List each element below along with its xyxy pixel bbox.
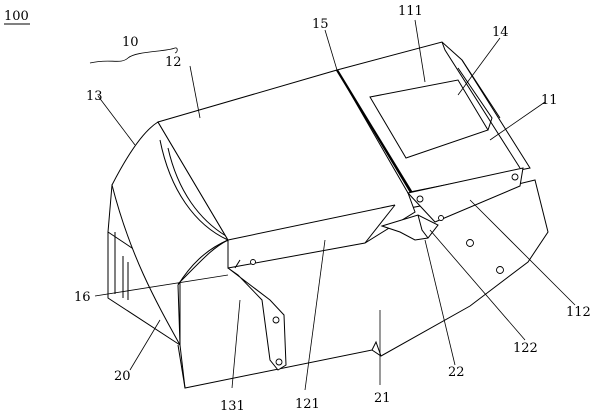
figure-label: 100	[4, 9, 29, 24]
leader-lines	[89, 19, 576, 391]
label-13: 13	[86, 89, 103, 104]
detail-dot	[250, 259, 256, 265]
label-12: 12	[165, 55, 182, 70]
label-21: 21	[374, 391, 391, 406]
label-112: 112	[566, 305, 591, 320]
label-20: 20	[114, 369, 131, 384]
label-10: 10	[122, 35, 139, 50]
bottom-bracket	[227, 259, 287, 371]
label-16: 16	[74, 290, 91, 305]
label-122: 122	[513, 341, 538, 356]
label-22: 22	[448, 365, 465, 380]
label-15: 15	[312, 17, 329, 32]
reference-labels: 100 10 12 13 15 111 14 11 16 20 131 121 …	[4, 4, 591, 414]
seam-line	[336, 69, 413, 194]
curved-panel	[111, 121, 229, 346]
label-131: 131	[220, 399, 245, 414]
hinge-arm	[380, 214, 439, 241]
side-plate	[407, 167, 524, 274]
label-111: 111	[398, 4, 423, 19]
label-121: 121	[295, 397, 320, 412]
right-cover	[336, 41, 531, 193]
label-14: 14	[492, 25, 509, 40]
label-11: 11	[541, 93, 558, 108]
